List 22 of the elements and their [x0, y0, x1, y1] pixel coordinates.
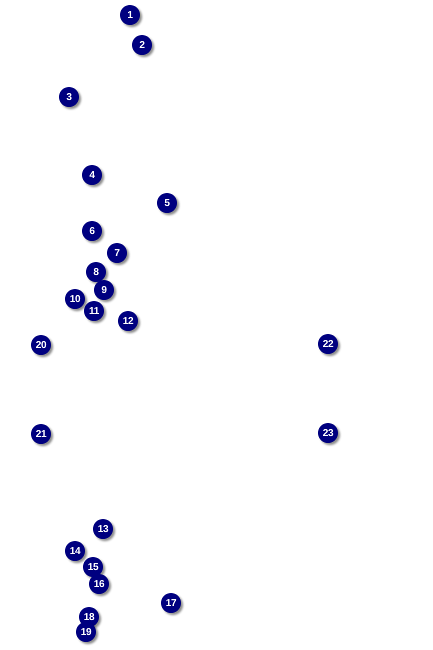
callout-number: 7 [107, 243, 127, 263]
callout-number: 20 [31, 335, 51, 355]
callout-number: 11 [84, 301, 104, 321]
callout-number: 17 [161, 593, 181, 613]
callout-number: 22 [318, 334, 338, 354]
callout-number: 14 [65, 541, 85, 561]
callout-number: 5 [157, 193, 177, 213]
callout-number: 4 [82, 165, 102, 185]
callout-number: 10 [65, 289, 85, 309]
callout-number: 19 [76, 622, 96, 642]
callout-number: 16 [89, 574, 109, 594]
callout-number: 23 [318, 423, 338, 443]
callout-number: 2 [132, 35, 152, 55]
callout-number: 8 [86, 262, 106, 282]
callout-number: 1 [120, 5, 140, 25]
callout-number: 21 [31, 424, 51, 444]
callout-number: 13 [93, 519, 113, 539]
callout-number: 12 [118, 311, 138, 331]
callout-number: 3 [59, 87, 79, 107]
callout-number: 6 [82, 221, 102, 241]
callout-number: 9 [94, 280, 114, 300]
callout-number: 15 [83, 557, 103, 577]
